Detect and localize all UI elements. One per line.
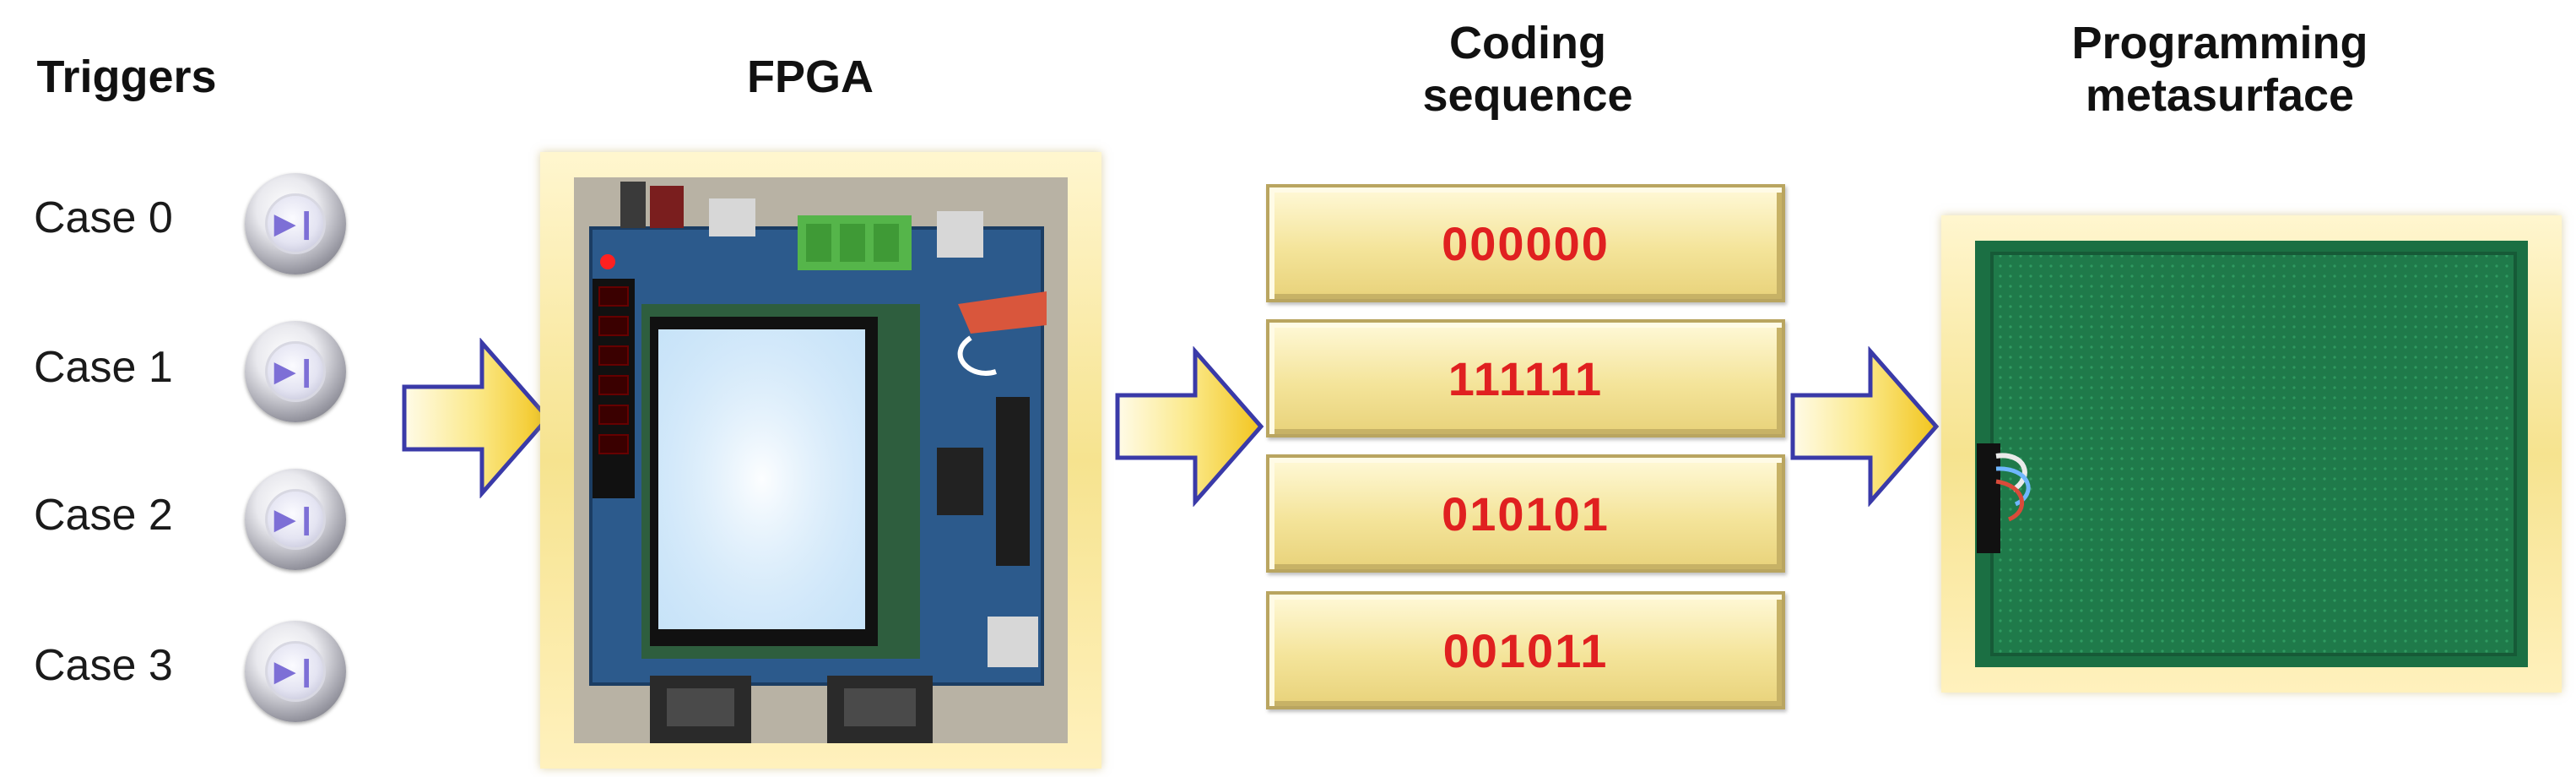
heading-fpga: FPGA — [746, 52, 874, 102]
case-label-3: Case 3 — [34, 641, 173, 690]
trigger-button-case-0[interactable]: ▶❙ — [245, 173, 346, 274]
case-label-1: Case 1 — [34, 343, 173, 392]
flow-arrow-2 — [1115, 346, 1264, 507]
case-label-2: Case 2 — [34, 491, 173, 540]
metasurface-image — [1975, 241, 2528, 667]
flow-arrow-1 — [402, 338, 551, 498]
play-pause-icon: ▶❙ — [265, 193, 326, 254]
play-pause-icon: ▶❙ — [265, 641, 326, 702]
heading-programming-line2: metasurface — [2085, 70, 2355, 121]
coding-sequence-bar-3: 001011 — [1266, 591, 1785, 709]
play-pause-icon: ▶❙ — [265, 341, 326, 402]
heading-coding-line2: sequence — [1422, 70, 1633, 121]
trigger-button-case-3[interactable]: ▶❙ — [245, 621, 346, 722]
metasurface-frame — [1941, 215, 2562, 693]
coding-sequence-value: 000000 — [1442, 216, 1610, 270]
heading-coding-sequence: Coding sequence — [1350, 17, 1705, 122]
heading-programming-line1: Programming — [2071, 18, 2368, 68]
trigger-button-case-1[interactable]: ▶❙ — [245, 321, 346, 422]
heading-programming-metasurface: Programming metasurface — [2009, 17, 2431, 122]
coding-sequence-value: 111111 — [1448, 351, 1604, 405]
trigger-button-case-2[interactable]: ▶❙ — [245, 469, 346, 570]
case-label-0: Case 0 — [34, 193, 173, 242]
heading-coding-line1: Coding — [1449, 18, 1606, 68]
coding-sequence-bar-2: 010101 — [1266, 454, 1785, 573]
play-pause-icon: ▶❙ — [265, 489, 326, 550]
fpga-board-frame — [540, 152, 1101, 769]
coding-sequence-bar-1: 111111 — [1266, 319, 1785, 437]
coding-sequence-value: 010101 — [1442, 486, 1610, 541]
coding-sequence-bar-0: 000000 — [1266, 184, 1785, 302]
fpga-board-image — [574, 177, 1068, 743]
flow-arrow-3 — [1790, 346, 1940, 507]
heading-triggers: Triggers — [36, 52, 217, 102]
coding-sequence-value: 001011 — [1442, 623, 1609, 677]
